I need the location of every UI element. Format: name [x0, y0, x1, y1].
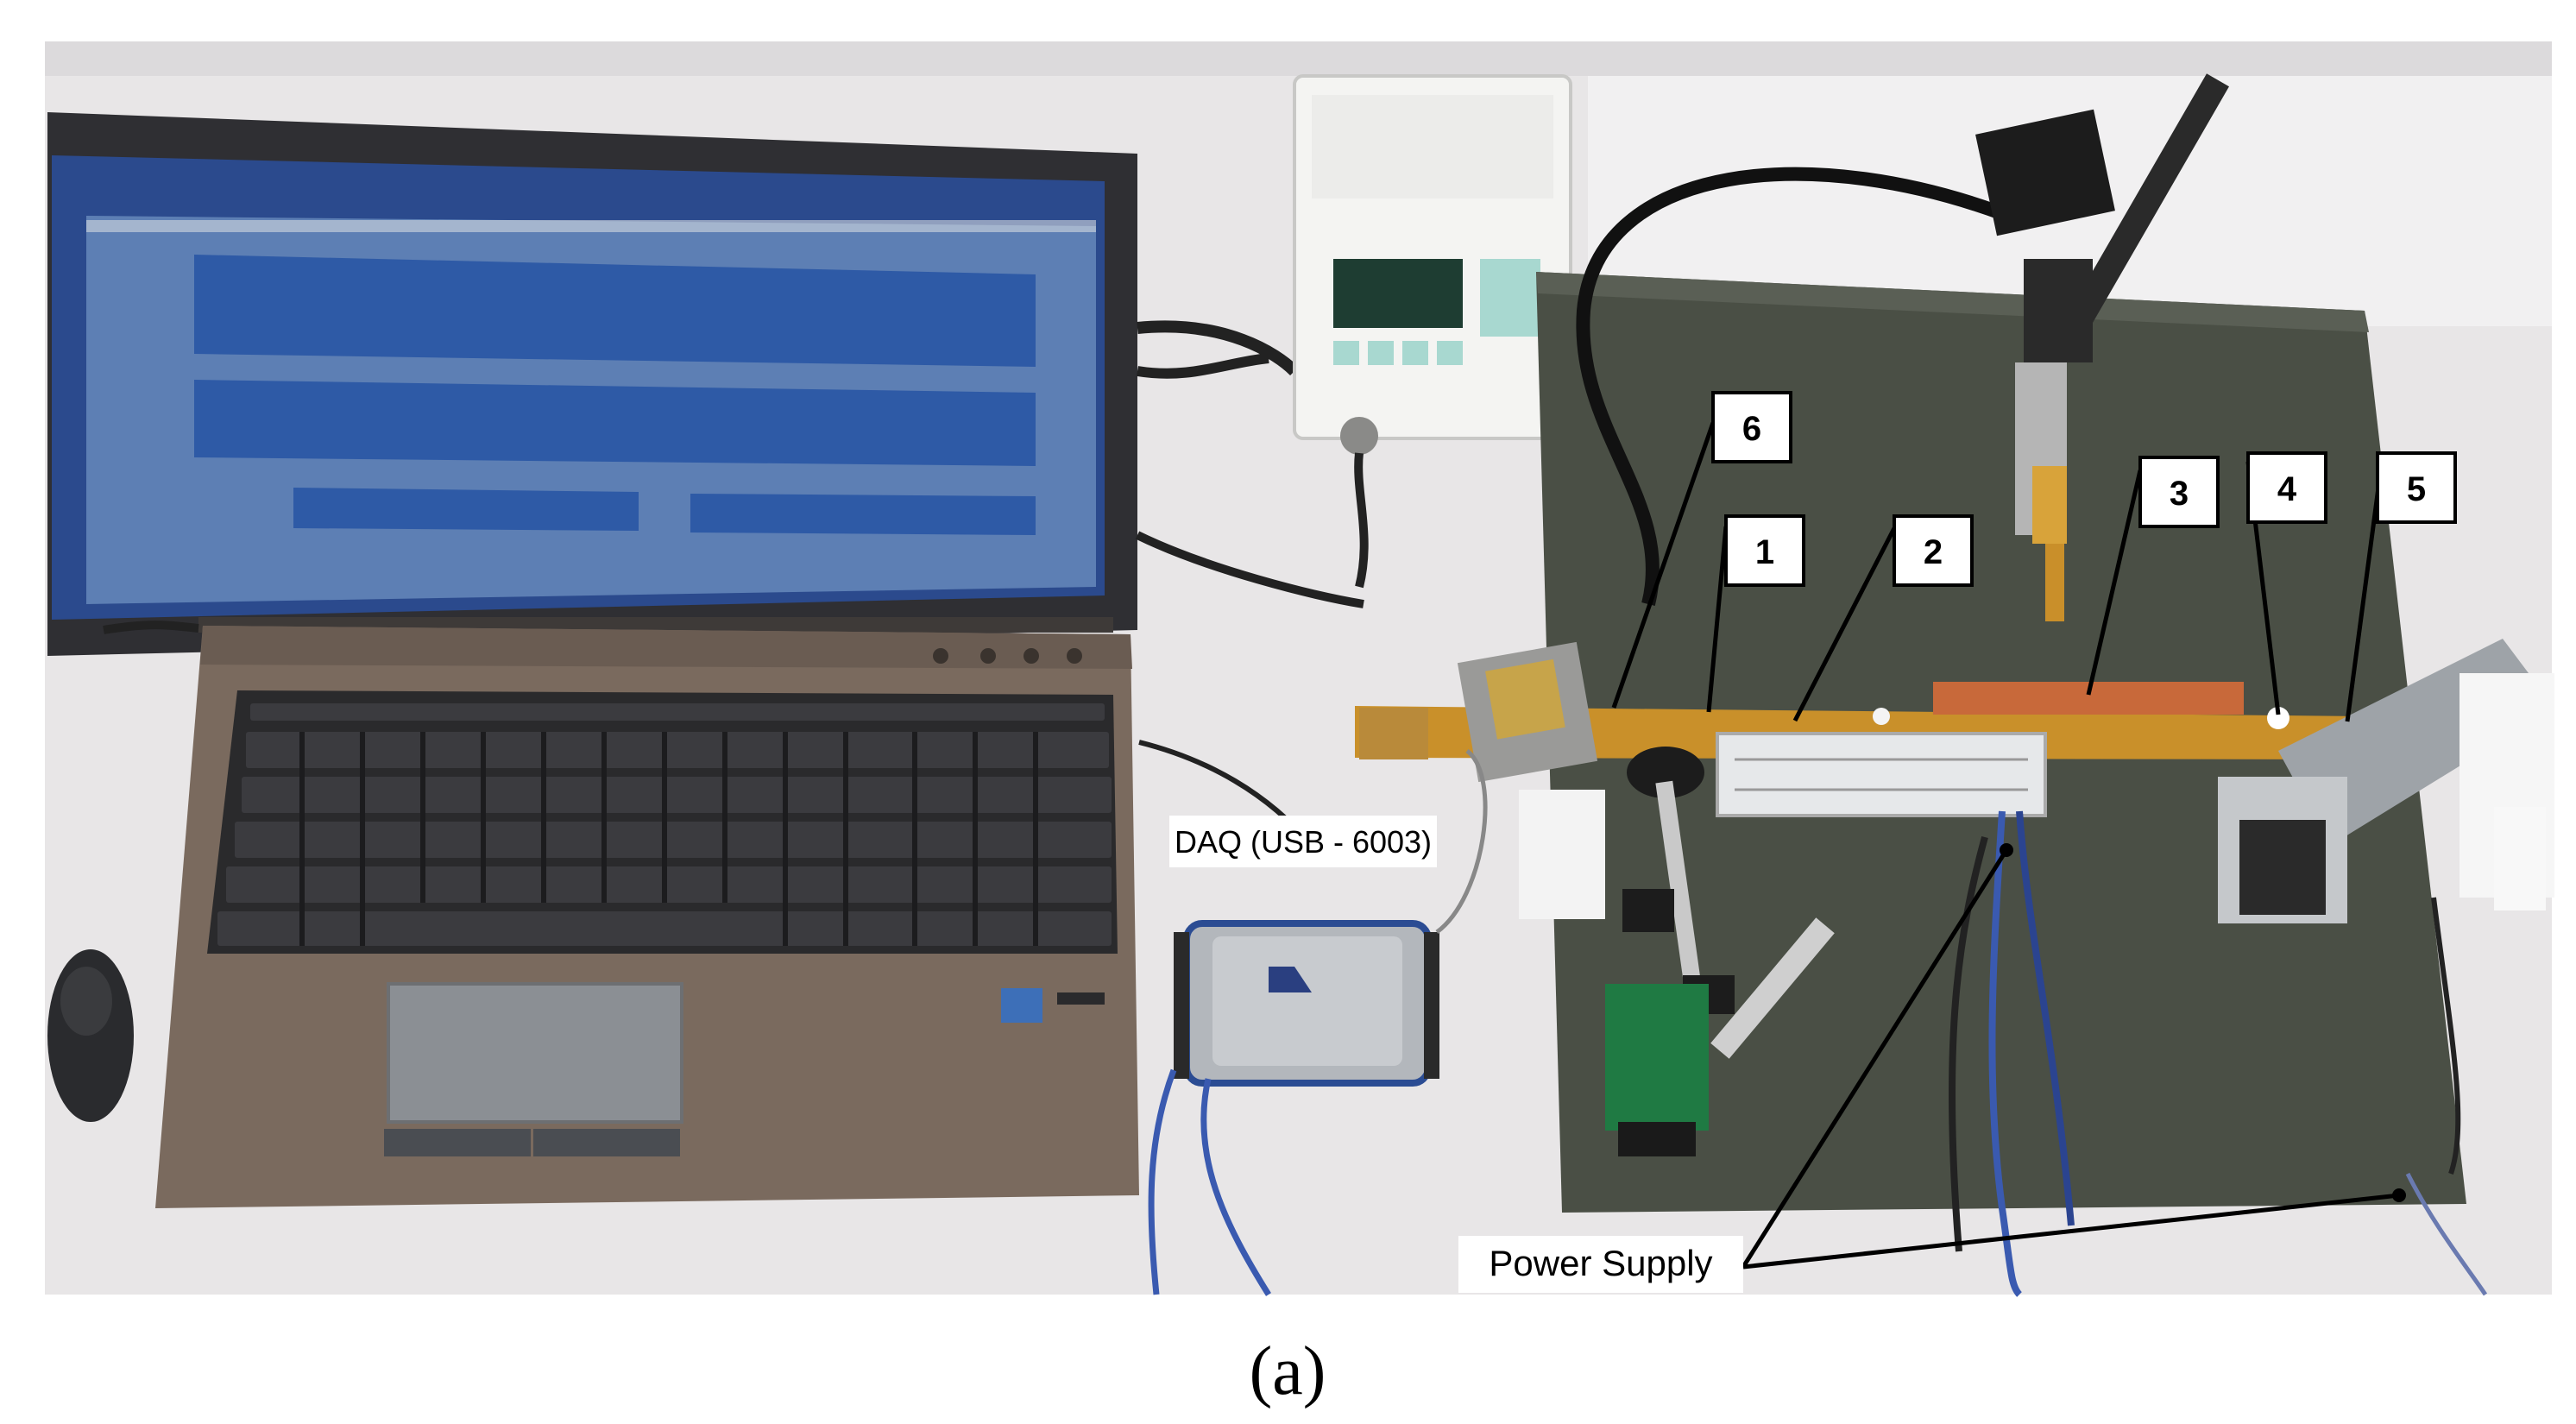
callout-2: 2	[1893, 514, 1974, 587]
callout-4-label: 4	[2277, 470, 2297, 508]
callout-6: 6	[1711, 391, 1792, 463]
laptop	[47, 112, 1139, 1208]
callout-4: 4	[2246, 451, 2327, 524]
figure-caption: (a)	[1250, 1333, 1326, 1409]
callout-1: 1	[1724, 514, 1805, 587]
vertical-stand	[1975, 73, 2229, 621]
callout-2-label: 2	[1924, 533, 1943, 571]
callout-3: 3	[2138, 456, 2220, 528]
callout-5: 5	[2376, 451, 2457, 524]
callout-6-label: 6	[1742, 410, 1761, 448]
magnetic-stand	[1605, 747, 1835, 1156]
callout-5-label: 5	[2407, 470, 2426, 508]
callout-3-label: 3	[2170, 475, 2189, 513]
daq-device	[1174, 920, 1439, 1087]
power-supply-unit	[1293, 74, 1572, 589]
power-supply-label: Power Supply	[1489, 1243, 1712, 1283]
laptop-touchpad	[387, 982, 683, 1124]
callout-1-label: 1	[1755, 533, 1774, 571]
sensor-housing	[1716, 732, 2047, 817]
daq-label: DAQ (USB - 6003)	[1175, 824, 1432, 860]
power-display	[1333, 259, 1463, 328]
